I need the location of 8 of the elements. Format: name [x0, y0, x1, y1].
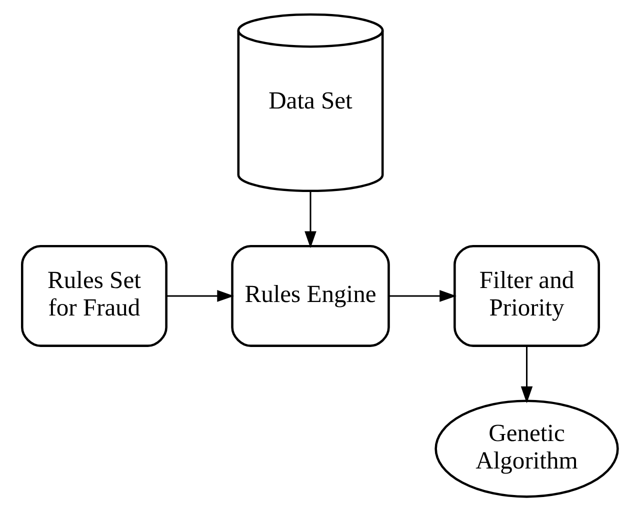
arrow [304, 191, 316, 248]
node-box: Rules Engine [231, 244, 390, 347]
arrow [389, 290, 456, 302]
node-ellipse: Genetic Algorithm [434, 400, 619, 498]
node-box: Filter and Priority [454, 244, 600, 347]
arrow [166, 290, 234, 302]
node-box: Rules Set for Fraud [20, 244, 168, 347]
arrow [520, 346, 533, 404]
